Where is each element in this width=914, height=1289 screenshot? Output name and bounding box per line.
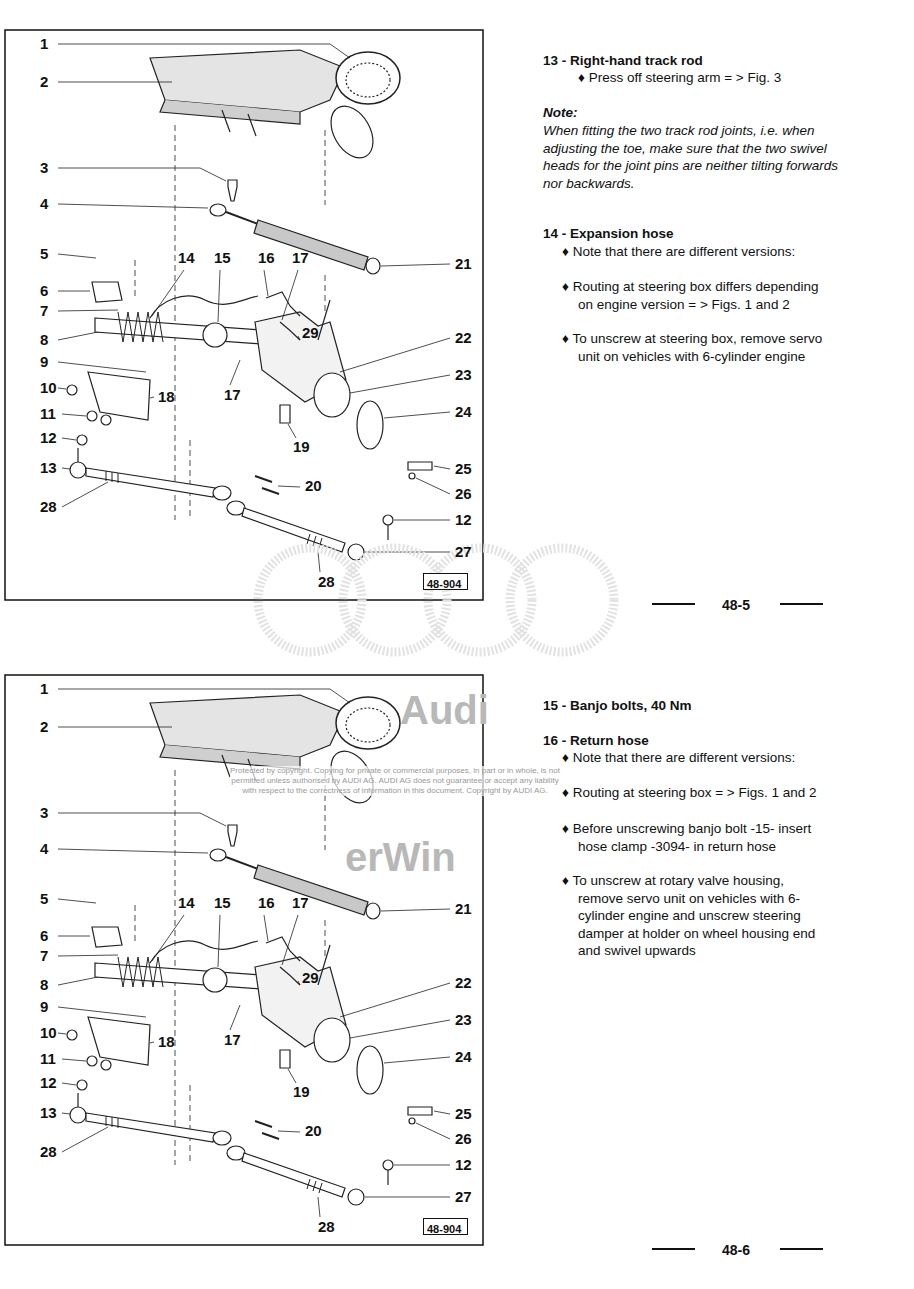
callout-number: 23 <box>455 1011 472 1029</box>
callout-number: 21 <box>455 255 472 273</box>
callout-number: 25 <box>455 1105 472 1123</box>
page-number: 48-6 <box>722 1241 750 1259</box>
bullet-item: ♦ To unscrew at rotary valve housing, re… <box>562 872 828 960</box>
callout-number: 15 <box>214 249 231 267</box>
callout-number: 6 <box>40 927 48 945</box>
callout-number: 9 <box>40 353 48 371</box>
watermark: Audi <box>400 688 489 732</box>
callout-number: 4 <box>40 195 48 213</box>
callout-number: 4 <box>40 840 48 858</box>
callout-number: 19 <box>293 1083 310 1101</box>
callout-number: 19 <box>293 438 310 456</box>
callout-number: 26 <box>455 1130 472 1148</box>
callout-number: 1 <box>40 35 48 53</box>
callout-number: 17 <box>224 1031 241 1049</box>
callout-number: 17 <box>292 894 309 912</box>
bullet-item: ♦ Press off steering arm = > Fig. 3 <box>578 69 784 87</box>
callout-number: 11 <box>40 1050 56 1068</box>
callout-number: 2 <box>40 73 48 91</box>
callout-number: 20 <box>305 477 322 495</box>
callout-number: 7 <box>40 302 48 320</box>
callout-number: 1 <box>40 680 48 698</box>
callout-number: 18 <box>158 388 175 406</box>
note-heading: Note: <box>543 104 578 122</box>
figure-number-box: 48-904 <box>423 1218 468 1235</box>
item-heading: 13 - Right-hand track rod <box>543 52 703 70</box>
item-heading: 16 - Return hose <box>543 732 649 750</box>
callout-number: 3 <box>40 804 48 822</box>
bullet-item: ♦ Routing at steering box differs depend… <box>562 278 828 313</box>
callout-number: 13 <box>40 459 57 477</box>
callout-number: 16 <box>258 894 275 912</box>
callout-number: 3 <box>40 159 48 177</box>
callout-number: 27 <box>455 1188 472 1206</box>
callout-number: 10 <box>40 1024 57 1042</box>
callout-number: 29 <box>302 324 319 342</box>
callout-number: 28 <box>40 498 57 516</box>
callout-number: 24 <box>455 403 472 421</box>
watermark: Protected by copyright. Copying for priv… <box>230 766 560 796</box>
bullet-item: ♦ Routing at steering box = > Figs. 1 an… <box>562 784 828 802</box>
callout-number: 15 <box>214 894 231 912</box>
callout-number: 12 <box>455 511 472 529</box>
bullet-item: ♦ Note that there are different versions… <box>562 243 828 261</box>
callout-number: 12 <box>40 1074 57 1092</box>
callout-number: 23 <box>455 366 472 384</box>
callout-number: 22 <box>455 974 472 992</box>
callout-number: 5 <box>40 890 48 908</box>
callout-number: 18 <box>158 1033 175 1051</box>
callout-number: 20 <box>305 1122 322 1140</box>
callout-number: 27 <box>455 543 472 561</box>
callout-number: 13 <box>40 1104 57 1122</box>
callout-number: 17 <box>292 249 309 267</box>
callout-number: 25 <box>455 460 472 478</box>
callout-number: 12 <box>40 429 57 447</box>
callout-number: 16 <box>258 249 275 267</box>
callout-number: 29 <box>302 969 319 987</box>
figure-number: 48-904 <box>424 1222 464 1237</box>
item-heading: 15 - Banjo bolts, 40 Nm <box>543 697 692 715</box>
callout-number: 8 <box>40 976 48 994</box>
callout-number: 5 <box>40 245 48 263</box>
callout-number: 28 <box>40 1143 57 1161</box>
callout-number: 17 <box>224 386 241 404</box>
callout-number: 7 <box>40 947 48 965</box>
callout-number: 10 <box>40 379 57 397</box>
watermark: erWin <box>345 835 456 879</box>
callout-number: 22 <box>455 329 472 347</box>
callout-number: 14 <box>178 894 195 912</box>
figure-number-box: 48-904 <box>423 573 468 590</box>
page-number: 48-5 <box>722 596 750 614</box>
callout-number: 14 <box>178 249 195 267</box>
callout-number: 8 <box>40 331 48 349</box>
callout-number: 24 <box>455 1048 472 1066</box>
item-heading: 14 - Expansion hose <box>543 225 674 243</box>
callout-number: 2 <box>40 718 48 736</box>
note-text: When fitting the two track rod joints, i… <box>543 122 838 192</box>
callout-number: 11 <box>40 405 56 423</box>
bullet-item: ♦ Before unscrewing banjo bolt -15- inse… <box>562 820 828 855</box>
bullet-item: ♦ To unscrew at steering box, remove ser… <box>562 330 828 365</box>
callout-number: 21 <box>455 900 472 918</box>
figure-number: 48-904 <box>424 577 464 592</box>
callout-number: 9 <box>40 998 48 1016</box>
callout-number: 28 <box>318 1218 335 1236</box>
callout-number: 26 <box>455 485 472 503</box>
bullet-item: ♦ Note that there are different versions… <box>562 749 828 767</box>
callout-number: 6 <box>40 282 48 300</box>
callout-number: 12 <box>455 1156 472 1174</box>
callout-number: 28 <box>318 573 335 591</box>
